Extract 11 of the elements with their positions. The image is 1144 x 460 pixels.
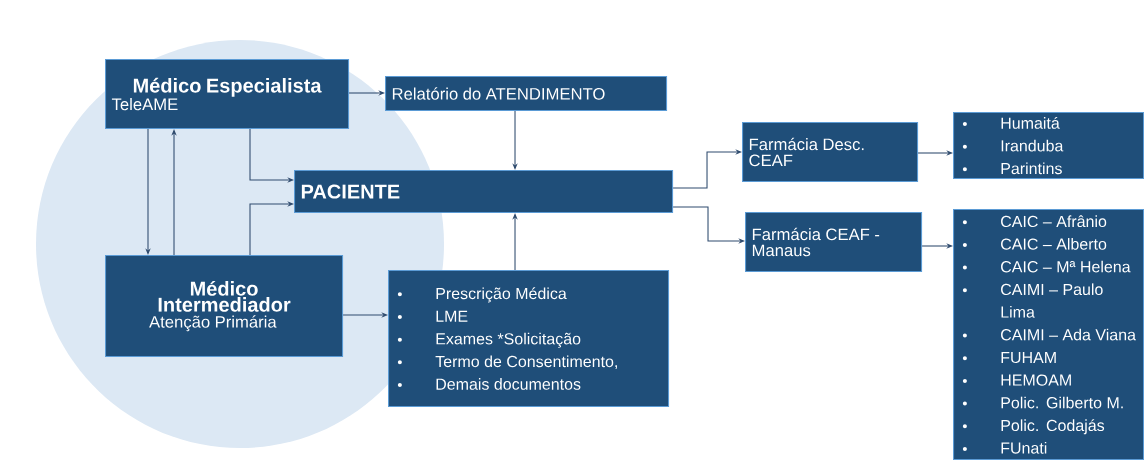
- process-box: Relatório do ATENDIMENTO: [385, 76, 668, 112]
- list-box: Humaitá Iranduba Parintins: [953, 112, 1144, 180]
- process-box: Médico Intermediador Atenção Primária: [105, 255, 344, 358]
- arrow: [249, 201, 294, 256]
- arrow: [672, 149, 742, 189]
- list-box: Prescrição Médica LME Exames *Solicitação Termo de Consentimento, Demais documentos: [388, 270, 670, 408]
- process-box: PACIENTE: [294, 170, 674, 214]
- process-box: Farmácia Desc. CEAF: [742, 122, 919, 183]
- list-box: CAIC – Afrânio CAIC – Alberto CAIC – Mª Helena CAIMI – Paulo Lima CAIMI – Ada Viana FUHAM HEMOAM Polic. Gilberto M. Polic. Codajás FUnati: [953, 209, 1144, 460]
- process-box: Médico Especialista TeleAME: [105, 59, 350, 130]
- process-box: Farmácia CEAF - Manaus: [745, 212, 923, 273]
